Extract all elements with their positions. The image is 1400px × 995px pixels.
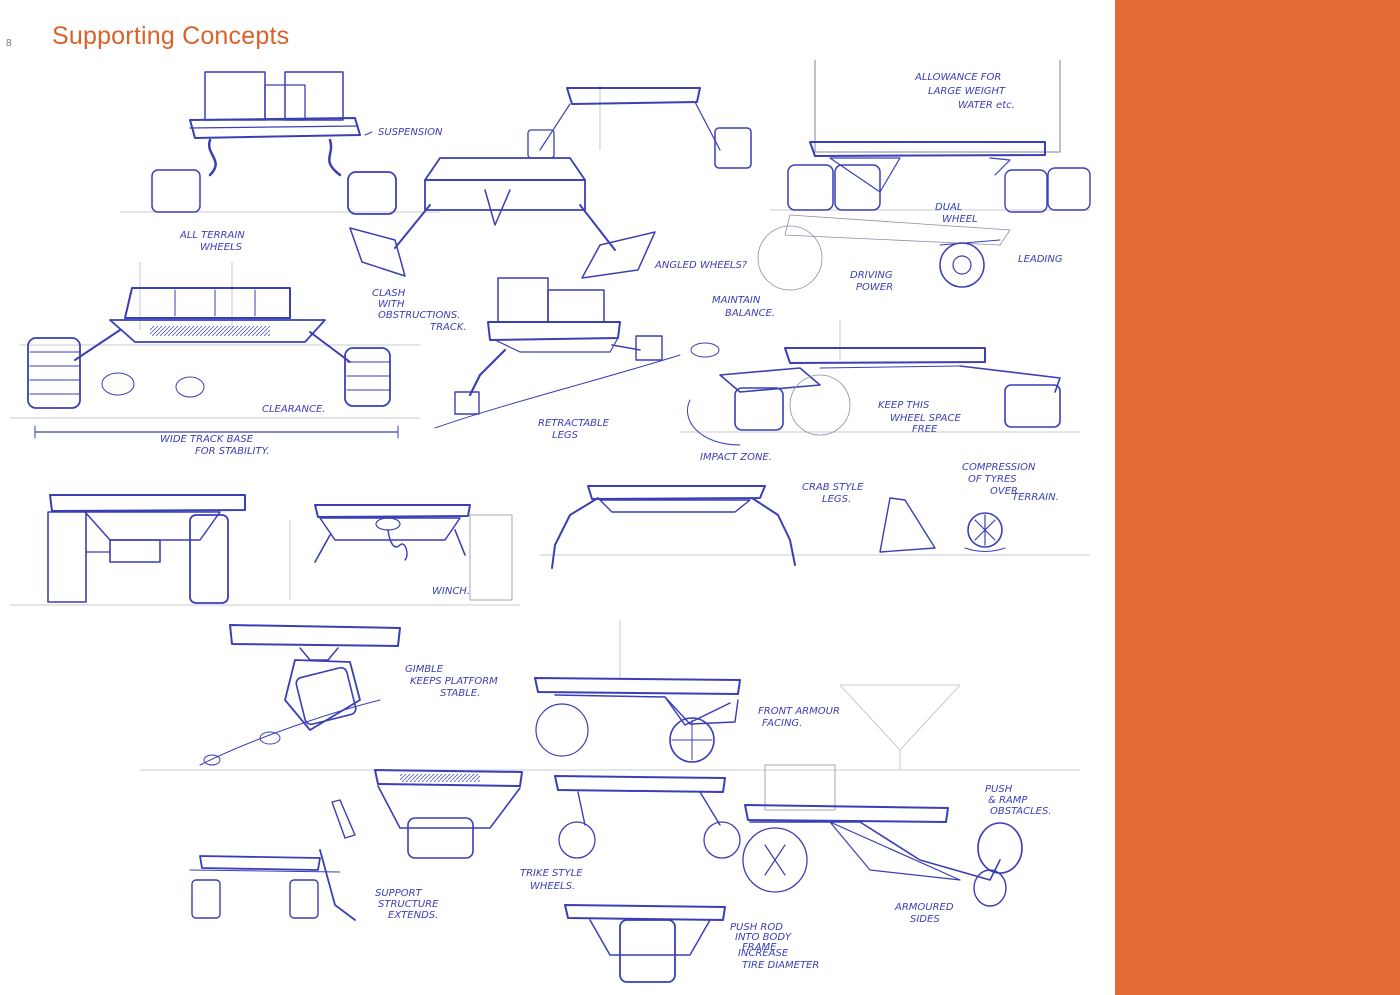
note-compression-2: OF TYRES [968, 474, 1017, 485]
note-free: FREE [912, 424, 938, 435]
sketch-angled-wheels [349, 87, 752, 279]
sketch-retractable-legs [434, 277, 720, 429]
sketch-gimble-platform [199, 624, 401, 766]
note-power: POWER [856, 282, 893, 293]
note-dual: DUAL [935, 202, 962, 213]
sketch-suspension-rover [151, 71, 397, 215]
note-wheels: WHEELS [200, 242, 243, 253]
note-trike-wheels: WHEELS. [530, 881, 575, 892]
note-pushrod-2: INTO BODY [735, 932, 792, 943]
note-pushrod-3: FRAME [742, 942, 777, 953]
note-compression-1: COMPRESSION [962, 462, 1036, 473]
note-allowance-1: ALLOWANCE FOR [914, 72, 1001, 83]
note-clearance: CLEARANCE. [262, 404, 325, 415]
note-ramp: & RAMP [988, 795, 1028, 806]
page-corner-mark: 8 [6, 38, 12, 49]
note-structure: STRUCTURE [378, 899, 439, 910]
note-front-armour: FRONT ARMOUR [758, 706, 840, 717]
note-impact-zone: IMPACT ZONE. [700, 452, 772, 463]
note-all-terrain: ALL TERRAIN [179, 230, 245, 241]
note-driving: DRIVING [850, 270, 893, 281]
note-balance: BALANCE. [725, 308, 775, 319]
note-gimble: GIMBLE [405, 664, 444, 675]
note-wide-track: WIDE TRACK BASE [160, 434, 254, 445]
note-clash-3: OBSTRUCTIONS. [378, 310, 460, 321]
sketch-winch-rovers [47, 494, 513, 604]
note-stable: STABLE. [440, 688, 480, 699]
note-trike: TRIKE STYLE [520, 868, 583, 879]
note-armoured: ARMOURED [894, 902, 954, 913]
note-keeps-platform: KEEPS PLATFORM [410, 676, 498, 687]
sketch-trike-wheels [331, 769, 741, 859]
note-wheel-space: WHEEL SPACE [890, 413, 961, 424]
note-allowance-2: LARGE WEIGHT [928, 86, 1006, 97]
page-title: Supporting Concepts [52, 22, 290, 50]
sketch-front-armour [534, 677, 741, 763]
note-pushrod-1: PUSH ROD [730, 922, 783, 933]
sketch-crab-legs [551, 485, 1006, 569]
note-tire-diameter: TIRE DIAMETER [742, 960, 819, 971]
note-crab: CRAB STYLE [802, 482, 864, 493]
note-obstacles: OBSTACLES. [990, 806, 1052, 817]
note-crab-legs: LEGS. [822, 494, 851, 505]
note-stability: FOR STABILITY. [195, 446, 270, 457]
sketch-wheel-space-rover [687, 347, 1061, 446]
note-track: TRACK. [430, 322, 467, 333]
note-compression-4: TERRAIN. [1012, 492, 1059, 503]
note-leading: LEADING [1018, 254, 1063, 265]
sketch-large-weight-rover [757, 60, 1091, 291]
note-support: SUPPORT [375, 888, 423, 899]
construction-lines [10, 85, 1090, 771]
note-push: PUSH [985, 784, 1013, 795]
note-extends: EXTENDS. [388, 910, 438, 921]
note-suspension: SUSPENSION [378, 127, 443, 138]
note-winch: WINCH. [432, 586, 470, 597]
note-angled-wheels: ANGLED WHEELS? [654, 260, 748, 271]
note-maintain: MAINTAIN [712, 295, 761, 306]
note-retractable: RETRACTABLE [538, 418, 610, 429]
sketch-push-rod [564, 904, 726, 983]
note-allowance-3: WATER etc. [958, 100, 1015, 111]
note-legs: LEGS [552, 430, 579, 441]
note-wheel: WHEEL [942, 214, 978, 225]
note-clash-1: CLASH [372, 288, 406, 299]
note-increase: INCREASE [738, 948, 789, 959]
rover-concept-sketches: SUSPENSION ALL TERRAIN WHEELS ANGLED WHE… [10, 60, 1091, 983]
note-clash-2: WITH [378, 299, 405, 310]
sketch-armoured-sides [742, 764, 1023, 907]
orange-side-band [1115, 0, 1400, 995]
sketch-wide-track-rover [27, 287, 399, 439]
sketch-support-structure [189, 849, 356, 921]
note-sides: SIDES [910, 914, 940, 925]
note-facing: FACING. [762, 718, 802, 729]
sketch-annotations: SUSPENSION ALL TERRAIN WHEELS ANGLED WHE… [160, 72, 1063, 971]
note-keep: KEEP THIS [878, 400, 930, 411]
note-compression-3: OVER [990, 486, 1018, 497]
